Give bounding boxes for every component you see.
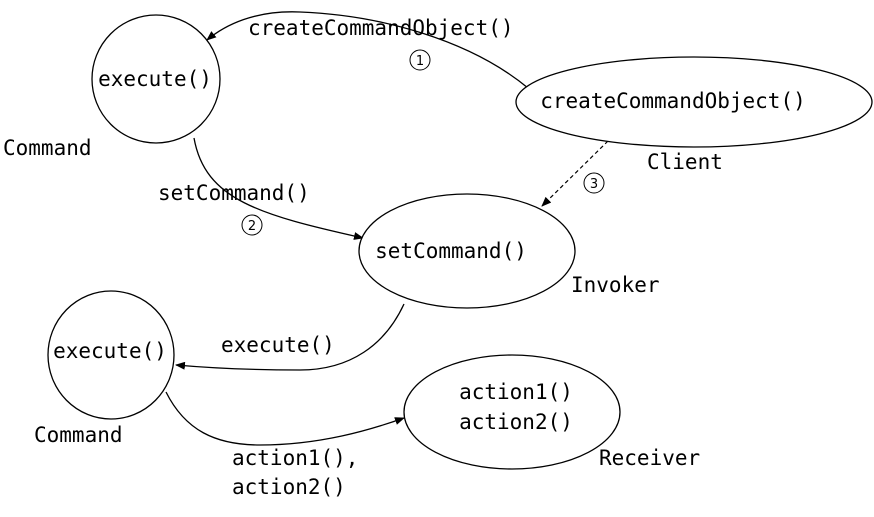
command-bottom-method: execute() xyxy=(53,339,167,363)
invoker-method: setCommand() xyxy=(375,239,527,263)
receiver-node xyxy=(403,354,621,470)
edge-label-execute: execute() xyxy=(221,333,335,357)
edge-label-actions-1: action1(), xyxy=(232,446,358,470)
step-1-badge: 1 xyxy=(409,49,431,71)
edge-client-to-command xyxy=(206,11,529,89)
step-3-badge: 3 xyxy=(583,172,605,194)
receiver-label: Receiver xyxy=(599,446,700,470)
step-1-number: 1 xyxy=(416,54,424,69)
edge-label-set-command: setCommand() xyxy=(158,181,310,205)
client-node xyxy=(515,56,873,148)
step-2-number: 2 xyxy=(248,219,256,234)
receiver-method-1: action1() xyxy=(459,380,573,404)
step-2-badge: 2 xyxy=(241,214,263,236)
edge-client-to-invoker xyxy=(541,140,609,207)
command-bottom-label: Command xyxy=(34,423,123,447)
invoker-node xyxy=(358,193,576,309)
client-label: Client xyxy=(647,150,723,174)
edge-invoker-to-command xyxy=(175,303,405,371)
step-3-number: 3 xyxy=(590,177,598,192)
edge-command-to-receiver xyxy=(165,391,405,446)
command-bottom-node xyxy=(47,290,175,420)
edge-label-create-command: createCommandObject() xyxy=(248,16,514,40)
client-method: createCommandObject() xyxy=(540,89,806,113)
command-top-label: Command xyxy=(3,136,92,160)
invoker-label: Invoker xyxy=(571,273,660,297)
command-top-node xyxy=(91,14,221,144)
edge-command-to-invoker xyxy=(193,137,364,240)
edge-label-actions-2: action2() xyxy=(232,475,346,499)
receiver-method-2: action2() xyxy=(459,410,573,434)
command-top-method: execute() xyxy=(98,67,212,91)
